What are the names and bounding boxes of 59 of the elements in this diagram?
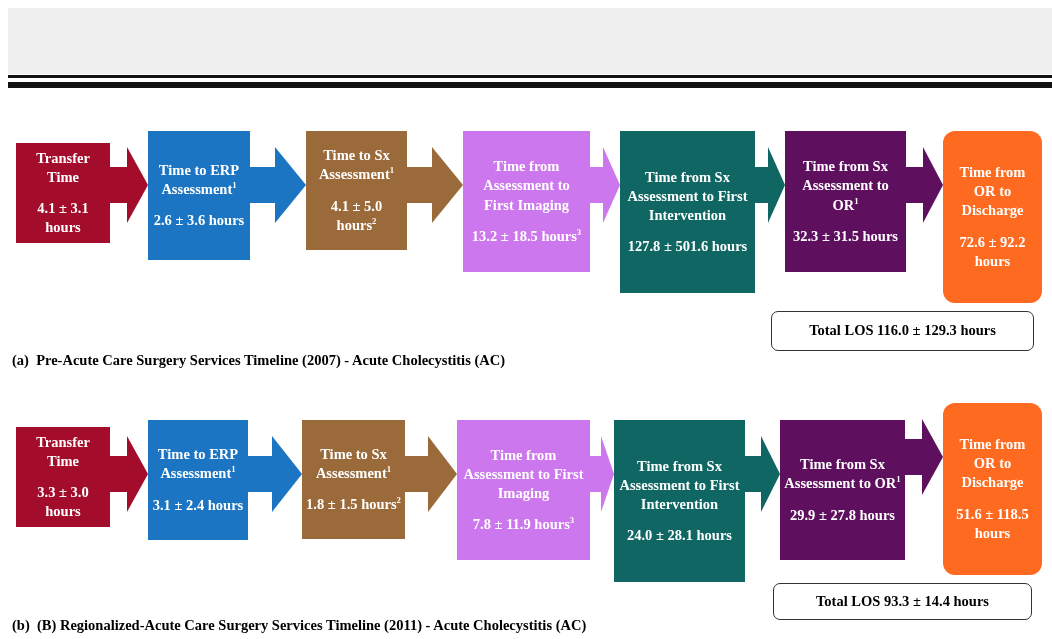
box-title: Time from OR to Discharge bbox=[958, 163, 1027, 221]
process-box bbox=[148, 420, 248, 540]
box-title: Time from Sx Assessment to First Intervention bbox=[618, 456, 741, 514]
duration-text: 32.3 ± 31.5 hours bbox=[792, 226, 898, 246]
duration-text: 4.1 ± 5.0 hours$^{2}$ bbox=[329, 196, 384, 235]
duration-text: 29.9 ± 27.8 hours bbox=[789, 505, 895, 525]
box-title: Time to Sx Assessment$^{1}$ bbox=[314, 444, 393, 483]
box-title: Total LOS 116.0 ± 129.3 hours bbox=[809, 321, 996, 341]
box-title: Total LOS 93.3 ± 14.4 hours bbox=[816, 591, 989, 611]
process-box bbox=[302, 420, 405, 539]
box-title: Time to Sx Assessment$^{1}$ bbox=[317, 146, 396, 185]
block-arrow bbox=[745, 436, 780, 512]
duration-text: 7.8 ± 11.9 hours$^{3}$ bbox=[472, 515, 575, 535]
block-arrow bbox=[250, 147, 306, 223]
block-arrow bbox=[110, 147, 148, 223]
box-title: Time from Assessment to First Imaging bbox=[462, 445, 585, 503]
block-arrow bbox=[590, 436, 614, 512]
duration-text: 51.6 ± 118.5 hours bbox=[955, 504, 1030, 543]
process-box bbox=[620, 131, 755, 293]
block-arrow bbox=[405, 436, 457, 512]
block-arrow bbox=[590, 147, 620, 223]
duration-text: 3.3 ± 3.0 hours bbox=[36, 483, 90, 522]
duration-text: 1.8 ± 1.5 hours$^{2}$ bbox=[306, 495, 401, 515]
process-box bbox=[457, 420, 590, 560]
duration-text: 3.1 ± 2.4 hours bbox=[152, 495, 244, 515]
figure-caption: (b) (B) Regionalized-Acute Care Surgery Services Timeline (2011) - Acute Cholecystitis (AC) bbox=[12, 617, 587, 634]
duration-text: 127.8 ± 501.6 hours bbox=[627, 237, 748, 257]
box-title: Time to ERP Assessment$^{1}$ bbox=[156, 445, 240, 484]
figure-caption: (a) Pre-Acute Care Surgery Services Timeline (2007) - Acute Cholecystitis (AC) bbox=[12, 352, 505, 369]
process-box bbox=[148, 131, 250, 260]
box-title: Time from Sx Assessment to OR$^{1}$ bbox=[801, 157, 890, 215]
box-title: Time from Sx Assessment to First Intervention bbox=[626, 167, 749, 225]
total-box bbox=[773, 583, 1032, 620]
box-title: Time to ERP Assessment$^{1}$ bbox=[157, 160, 241, 199]
duration-text: 13.2 ± 18.5 hours$^{3}$ bbox=[471, 226, 582, 246]
block-arrow bbox=[407, 147, 463, 223]
block-arrow bbox=[110, 436, 148, 512]
box-title: Time from Assessment to First Imaging bbox=[482, 157, 571, 215]
duration-text: 2.6 ± 3.6 hours bbox=[153, 211, 245, 231]
process-box bbox=[16, 427, 110, 527]
box-title: Transfer Time bbox=[35, 432, 91, 471]
end-box bbox=[943, 403, 1042, 575]
end-box bbox=[943, 131, 1042, 303]
duration-text: 24.0 ± 28.1 hours bbox=[626, 526, 732, 546]
process-box bbox=[614, 420, 745, 582]
block-arrow bbox=[906, 147, 943, 223]
box-title: Time from OR to Discharge bbox=[958, 435, 1027, 493]
box-title: Time from Sx Assessment to OR$^{1}$ bbox=[784, 455, 901, 494]
total-box bbox=[771, 311, 1034, 351]
process-box bbox=[785, 131, 906, 272]
process-box bbox=[16, 143, 110, 243]
box-title: Transfer Time bbox=[35, 148, 91, 187]
process-box bbox=[463, 131, 590, 272]
block-arrow bbox=[755, 147, 785, 223]
duration-text: 72.6 ± 92.2 hours bbox=[958, 232, 1027, 271]
duration-text: 4.1 ± 3.1 hours bbox=[36, 199, 90, 238]
process-box bbox=[306, 131, 407, 250]
block-arrow bbox=[248, 436, 302, 512]
process-box bbox=[780, 420, 905, 560]
